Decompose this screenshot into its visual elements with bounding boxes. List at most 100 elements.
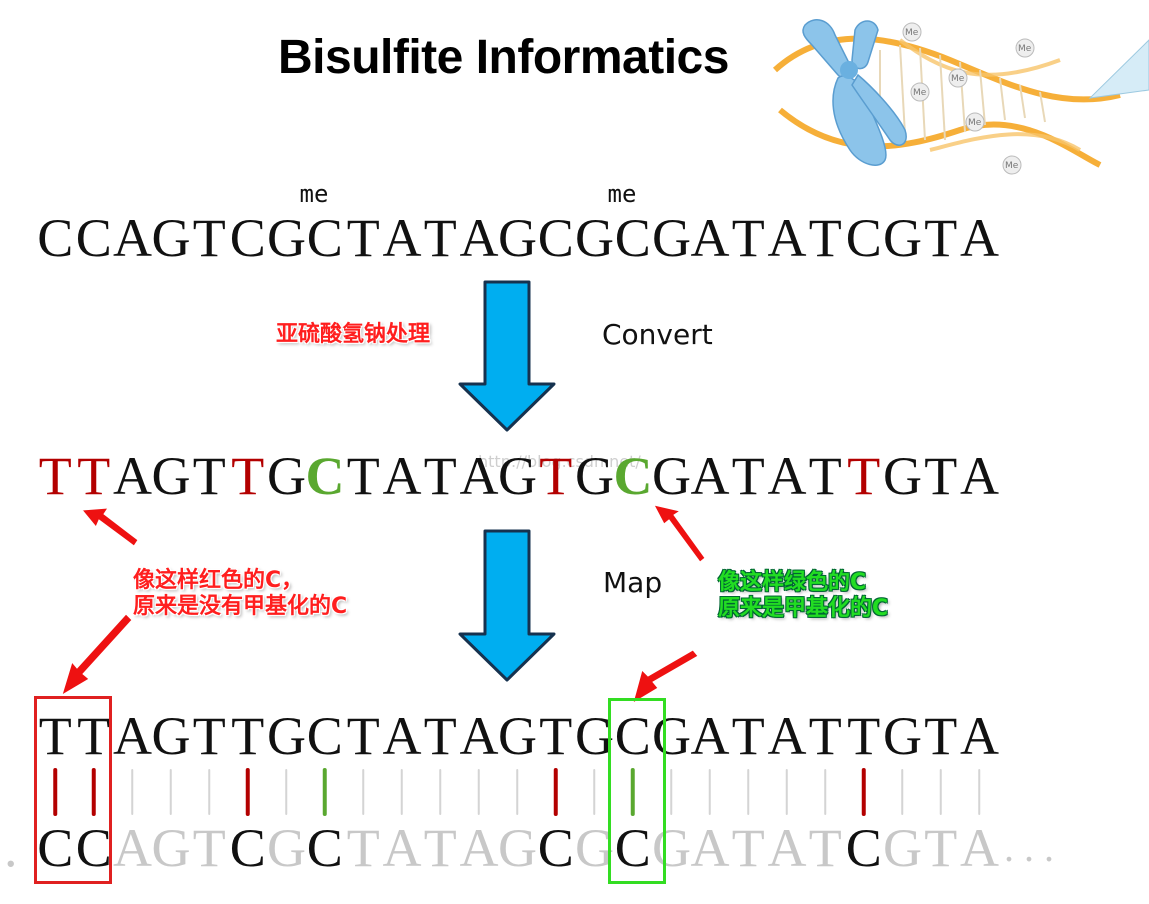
svg-text:Me: Me [968,118,982,128]
page-title: Bisulfite Informatics [278,31,729,84]
base-letter: T [192,818,226,878]
base-letter: G [575,706,614,766]
map-arrow-icon [458,529,556,682]
base-letter: T [924,818,958,878]
base-letter: A [960,706,999,766]
base-letter: C [37,208,74,268]
base-letter: C [75,208,112,268]
base-letter: T [808,706,842,766]
base-letter: G [575,818,614,878]
base-letter: T [731,818,765,878]
methyl-tag-icons: Me Me Me Me Me Me [902,22,1035,175]
base-letter: G [652,208,691,268]
base-letter: T [423,706,457,766]
base-letter: T [924,208,958,268]
base-letter: T [346,446,380,506]
base-letter: A [113,208,152,268]
base-letter: T [423,446,457,506]
base-letter: G [652,446,691,506]
base-letter: T [539,446,573,506]
base-letter: A [960,446,999,506]
base-letter: A [382,818,422,878]
base-letter: G [575,208,614,268]
base-letter: C [537,818,574,878]
base-letter: G [652,706,691,766]
base-letter: C [305,446,345,506]
base-letter: C [37,818,74,878]
base-letter: G [267,446,306,506]
base-letter: T [346,818,380,878]
svg-text:Me: Me [905,28,919,38]
base-letter: T [192,208,226,268]
base-letter: A [459,818,499,878]
base-letter: A [113,446,152,506]
base-letter: C [306,706,343,766]
convert-label-chinese: 亚硫酸氢钠处理 [276,322,431,347]
base-letter: C [614,706,651,766]
base-letter: T [77,706,111,766]
base-letter: A [690,818,730,878]
chromosome-icon [802,19,907,166]
base-letter: A [960,208,999,268]
base-letter: A [382,706,422,766]
base-letter: A [767,706,807,766]
base-letter: G [498,208,537,268]
base-letter: T [423,208,457,268]
base-letter: A [459,208,499,268]
map-label: Map [603,566,663,599]
base-letter: G [883,818,922,878]
base-letter: G [267,818,306,878]
base-letter: T [231,446,265,506]
base-letter: G [498,818,537,878]
base-letter: C [306,208,343,268]
base-letter: T [192,706,226,766]
red-pointer-arrow-icon [632,649,699,705]
base-letter: T [539,706,573,766]
base-letter: T [423,818,457,878]
convert-label: Convert [602,318,713,351]
red-pointer-arrow-icon [61,613,133,697]
base-letter: C [613,446,653,506]
base-letter: A [113,818,152,878]
base-letter: C [614,818,651,878]
svg-text:Me: Me [1005,161,1019,171]
reference-suffix-dots: . . . [1004,825,1054,870]
methylated-note: 像这样绿色的C 原来是甲基化的C [718,570,889,621]
red-pointer-arrow-icon [81,507,139,547]
base-letter: T [346,208,380,268]
base-letter: T [77,446,111,506]
base-letter: T [924,446,958,506]
base-letter: A [382,446,422,506]
base-letter: T [731,706,765,766]
base-letter: C [75,818,112,878]
base-letter: T [808,818,842,878]
base-letter: C [845,208,882,268]
base-letter: G [498,446,537,506]
base-letter: C [537,208,574,268]
methyl-label: me [607,180,637,208]
convert-arrow-icon [458,280,556,432]
base-letter: T [38,446,72,506]
base-letter: G [498,706,537,766]
red-pointer-arrow-icon [653,504,706,563]
base-letter: A [459,446,499,506]
unmethylated-highlight-box [34,696,112,884]
base-letter: A [767,208,807,268]
base-letter: T [192,446,226,506]
base-letter: C [306,818,343,878]
base-letter: A [690,446,730,506]
base-letter: A [960,818,999,878]
base-letter: A [690,706,730,766]
base-letter: G [883,706,922,766]
watermark-text: http://blog.csdn.net/ [478,452,641,471]
base-letter: T [847,706,881,766]
base-letter: G [883,208,922,268]
base-letter: C [229,818,266,878]
unmethylated-note: 像这样红色的C， 原来是没有甲基化的C [133,568,348,619]
